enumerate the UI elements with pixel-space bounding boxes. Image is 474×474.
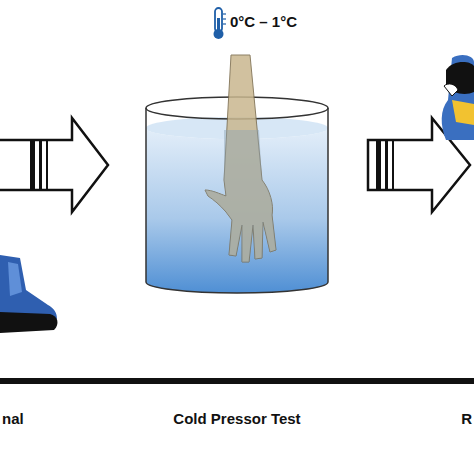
- stage-label: nal: [2, 410, 24, 427]
- temperature-label: 0°C – 1°C: [230, 13, 297, 30]
- foot-figure: [0, 255, 57, 333]
- timeline-bar: [0, 378, 474, 384]
- stage-label: R: [461, 410, 472, 427]
- step-arrow: [0, 118, 108, 212]
- person-figure: [442, 55, 474, 140]
- immersed-hand: [205, 55, 276, 262]
- thermometer-icon: [214, 8, 227, 39]
- stage-label: Cold Pressor Test: [173, 410, 300, 427]
